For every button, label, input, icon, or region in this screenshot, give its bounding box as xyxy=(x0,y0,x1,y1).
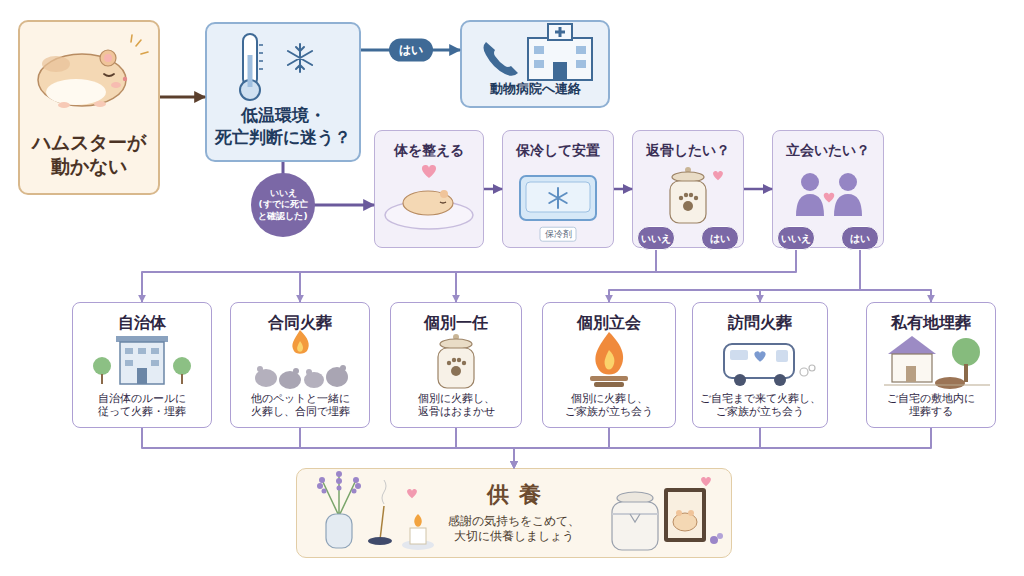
option-box: 合同火葬他のペットと一緒に 火葬し、合同で埋葬 xyxy=(230,302,370,428)
flow-arrow xyxy=(300,428,514,468)
edge-label: はい xyxy=(389,39,433,62)
answer-pill: はい xyxy=(701,226,739,250)
option-box: 自治体自治体のルールに 従って火葬・埋葬 xyxy=(72,302,212,428)
node-title: はい xyxy=(710,232,730,245)
node-title: はい xyxy=(850,232,870,245)
node-title: 個別一任 xyxy=(424,313,488,334)
flow-arrow xyxy=(614,188,632,191)
option-box: 個別立会個別に火葬し、 ご家族が立ち会う xyxy=(542,302,676,428)
flow-arrow xyxy=(484,188,502,191)
flow-arrow xyxy=(160,96,205,99)
node-title: 訪問火葬 xyxy=(728,313,792,334)
node-description: ご自宅の敷地内に 埋葬する xyxy=(871,392,991,419)
node-description: 他のペットと一緒に 火葬し、合同で埋葬 xyxy=(235,392,365,419)
node-title: 立会いたい？ xyxy=(786,141,870,159)
node-description: 個別に火葬し、 ご家族が立ち会う xyxy=(547,392,671,419)
answer-pill: はい xyxy=(841,226,879,250)
flow-arrow xyxy=(860,250,931,302)
node-title: 自治体 xyxy=(118,313,166,334)
node-title: ハムスターが 動かない xyxy=(26,130,152,179)
flow-arrow xyxy=(514,428,760,468)
start-box: ハムスターが 動かない xyxy=(18,20,160,195)
node-title: 体を整える xyxy=(394,141,464,159)
flow-arrow xyxy=(300,250,656,302)
node-title: いいえ xyxy=(641,232,671,245)
flow-arrow xyxy=(142,428,514,468)
flow-arrow xyxy=(142,250,656,302)
flow-arrow xyxy=(514,428,931,468)
node-title: 供養 xyxy=(477,481,551,510)
action-box: 動物病院へ連絡 xyxy=(460,20,610,108)
flow-arrow xyxy=(456,250,796,302)
node-title: 私有地埋葬 xyxy=(891,313,971,334)
flow-arrow xyxy=(760,250,860,302)
node-title: 合同火葬 xyxy=(268,313,332,334)
flow-arrow xyxy=(456,428,514,468)
flow-arrow xyxy=(609,250,860,302)
answer-pill: いいえ xyxy=(777,226,815,250)
node-title: 保冷して安置 xyxy=(516,141,600,159)
node-title: 返骨したい？ xyxy=(646,141,730,159)
answer-pill: いいえ xyxy=(637,226,675,250)
node-description: ご自宅まで来て火葬し、 ご家族が立ち会う xyxy=(697,392,823,419)
memorial-box: 供養感謝の気持ちをこめて、 大切に供養しましょう xyxy=(296,468,732,558)
question-box: 返骨したい？ いいえ はい xyxy=(632,130,744,248)
edge-label: いいえ (すでに死亡と確認した) xyxy=(251,173,315,237)
node-title: 低温環境・ 死亡判断に迷う？ xyxy=(213,104,353,148)
node-title: いいえ xyxy=(781,232,811,245)
node-description: 感謝の気持ちをこめて、 大切に供養しましょう xyxy=(414,514,614,545)
node-description: 個別に火葬し、 返骨はおまかせ xyxy=(395,392,517,419)
flow-arrow xyxy=(744,188,772,191)
decision-box: 低温環境・ 死亡判断に迷う？ xyxy=(205,22,361,162)
node-description: 自治体のルールに 従って火葬・埋葬 xyxy=(77,392,207,419)
option-box: 私有地埋葬ご自宅の敷地内に 埋葬する xyxy=(866,302,996,428)
node-title: 動物病院へ連絡 xyxy=(490,81,581,98)
option-box: 訪問火葬ご自宅まで来て火葬し、 ご家族が立ち会う xyxy=(692,302,828,428)
question-box: 立会いたい？ いいえ はい xyxy=(772,130,884,248)
step-box: 体を整える xyxy=(374,130,484,248)
node-title: 個別立会 xyxy=(577,313,641,334)
tag-label: 保冷剤 xyxy=(540,227,577,242)
flow-arrow xyxy=(514,428,609,468)
option-box: 個別一任個別に火葬し、 返骨はおまかせ xyxy=(390,302,522,428)
